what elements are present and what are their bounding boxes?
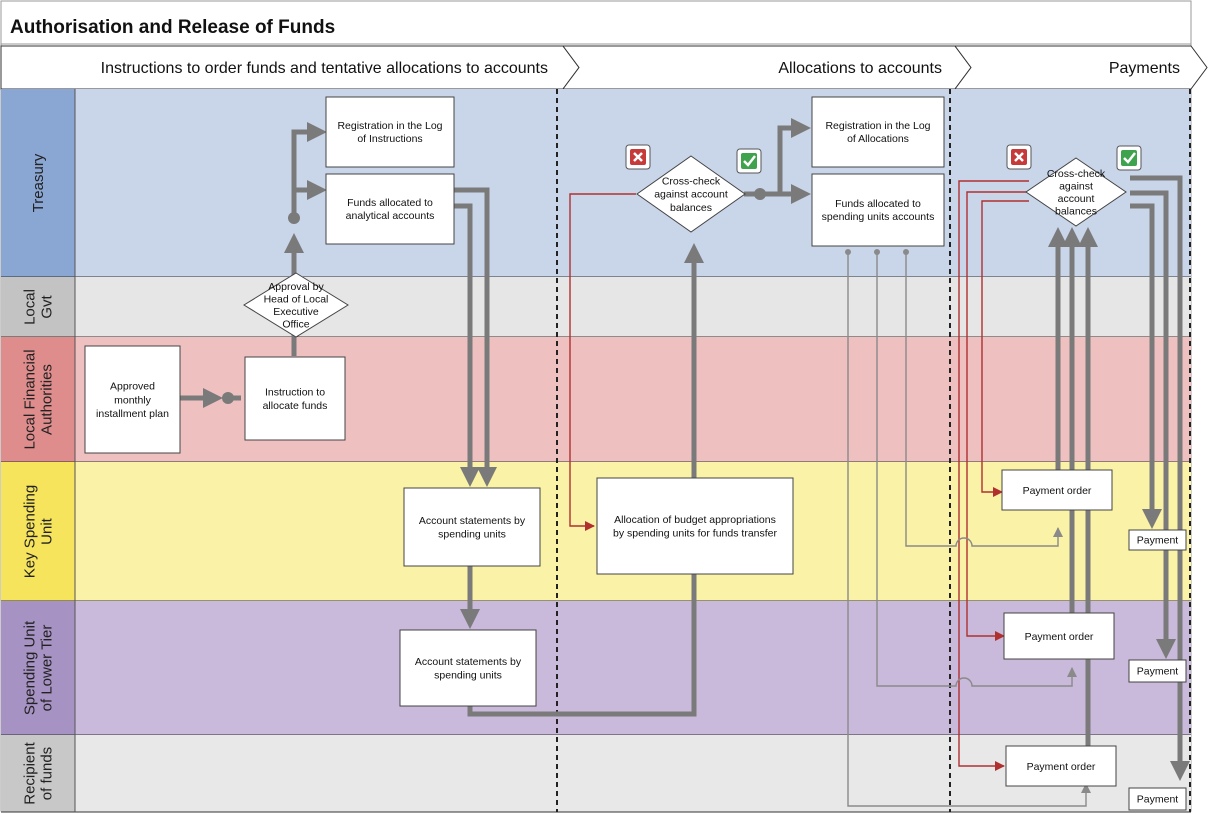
lane-recipient-of-funds: Recipientof funds [1,735,1191,813]
thin-connectors [845,249,1091,807]
node-label: Payment [1137,535,1179,547]
lane-header [1,601,75,735]
node-payment-lower: Payment [1128,659,1187,683]
lane-label: Key SpendingUnit [22,485,56,578]
lane-body [1,89,1191,277]
lane-body [1,462,1191,601]
lane-key-spending-unit: Key SpendingUnit [1,462,1191,602]
lane-header [1,89,75,277]
lane-header [1,337,75,462]
lane-label: LocalGvt [22,289,56,325]
phase-label-allocations: Allocations to accounts [778,60,942,77]
lane-label: Treasury [30,153,47,212]
lane-label: Recipientof funds [22,741,56,804]
lane-header [1,462,75,601]
lane-body [1,277,1191,337]
lane-treasury: Treasury [1,89,1191,278]
approve-icon [1116,145,1142,171]
lane-body [1,735,1191,812]
reject-icon [1006,144,1032,170]
node-label: Payment order [1023,485,1092,497]
node-label: Payment [1137,666,1179,678]
node-label: Payment [1137,794,1179,806]
phase-header-row: Instructions to order funds and tentativ… [0,45,1208,90]
reject-paths [569,180,1029,771]
node-label: Payment order [1025,631,1094,643]
node-label: Payment order [1027,761,1096,773]
node-payment-key: Payment [1128,529,1187,551]
phase-label-instructions: Instructions to order funds and tentativ… [101,60,548,77]
lane-local-gvt: LocalGvt [1,277,1191,338]
reject-icon [625,144,651,170]
node-payment-order-recipient: Payment order [1005,745,1117,787]
approve-icon [736,148,762,174]
lane-label: Spending Unitof Lower Tier [22,620,56,715]
phase-label-payments: Payments [1109,60,1180,77]
lane-header [1,735,75,812]
node-payment-order-lower: Payment order [1003,612,1115,660]
lane-header [1,277,75,337]
node-payment-recipient: Payment [1128,787,1187,811]
node-payment-order-key: Payment order [1001,469,1113,511]
lane-label: Local FinancialAuthorities [22,349,56,449]
diagram-title: Authorisation and Release of Funds [10,17,335,38]
